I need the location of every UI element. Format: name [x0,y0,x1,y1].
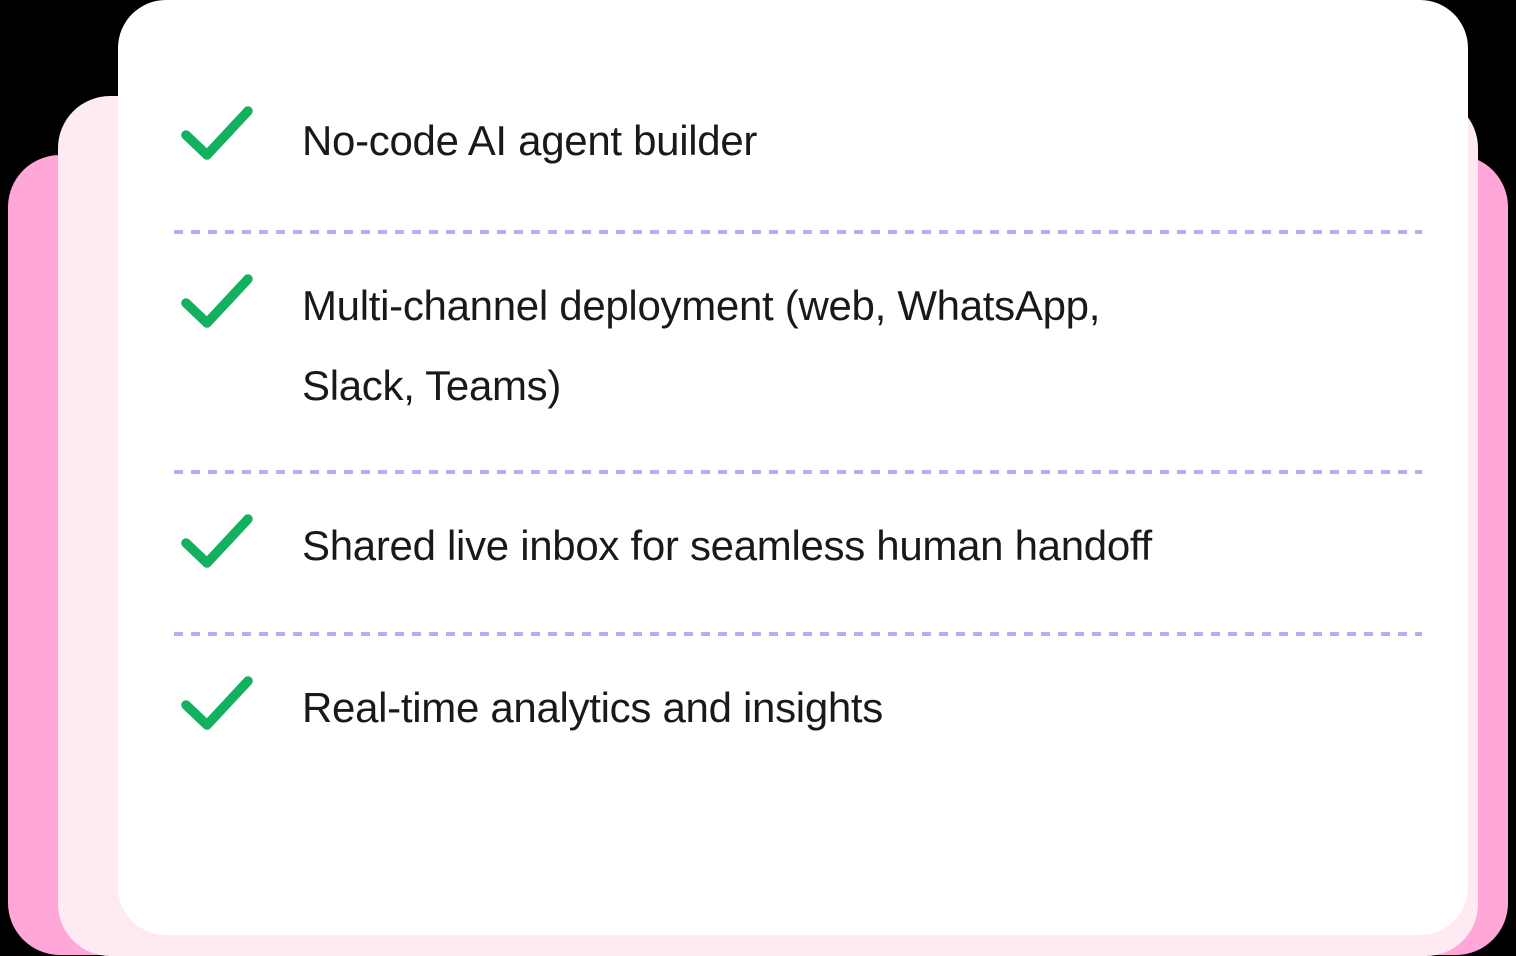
check-cell [180,506,302,572]
feature-label: Shared live inbox for seamless human han… [302,522,1152,569]
check-icon [181,106,253,160]
list-item[interactable]: Shared live inbox for seamless human han… [118,474,1468,586]
feature-label: Multi-channel deployment (web, WhatsApp,… [302,282,1101,409]
check-icon [181,274,253,328]
dashed-divider [174,230,1422,234]
list-item[interactable]: Multi-channel deployment (web, WhatsApp,… [118,234,1468,426]
feature-card-stage: No-code AI agent builder Multi-channel d… [8,0,1508,956]
check-cell [180,98,302,164]
feature-card: No-code AI agent builder Multi-channel d… [118,0,1468,935]
feature-list: No-code AI agent builder Multi-channel d… [118,0,1468,935]
check-cell [180,266,302,332]
dashed-divider [174,632,1422,636]
dashed-divider [174,470,1422,474]
feature-label: Real-time analytics and insights [302,684,884,731]
list-item[interactable]: No-code AI agent builder [118,0,1468,184]
divider-wrapper [118,470,1468,474]
check-icon [181,676,253,730]
divider-wrapper [118,632,1468,636]
check-icon [181,514,253,568]
divider-wrapper [118,230,1468,234]
list-item[interactable]: Real-time analytics and insights [118,636,1468,748]
feature-label: No-code AI agent builder [302,117,758,164]
check-cell [180,668,302,734]
